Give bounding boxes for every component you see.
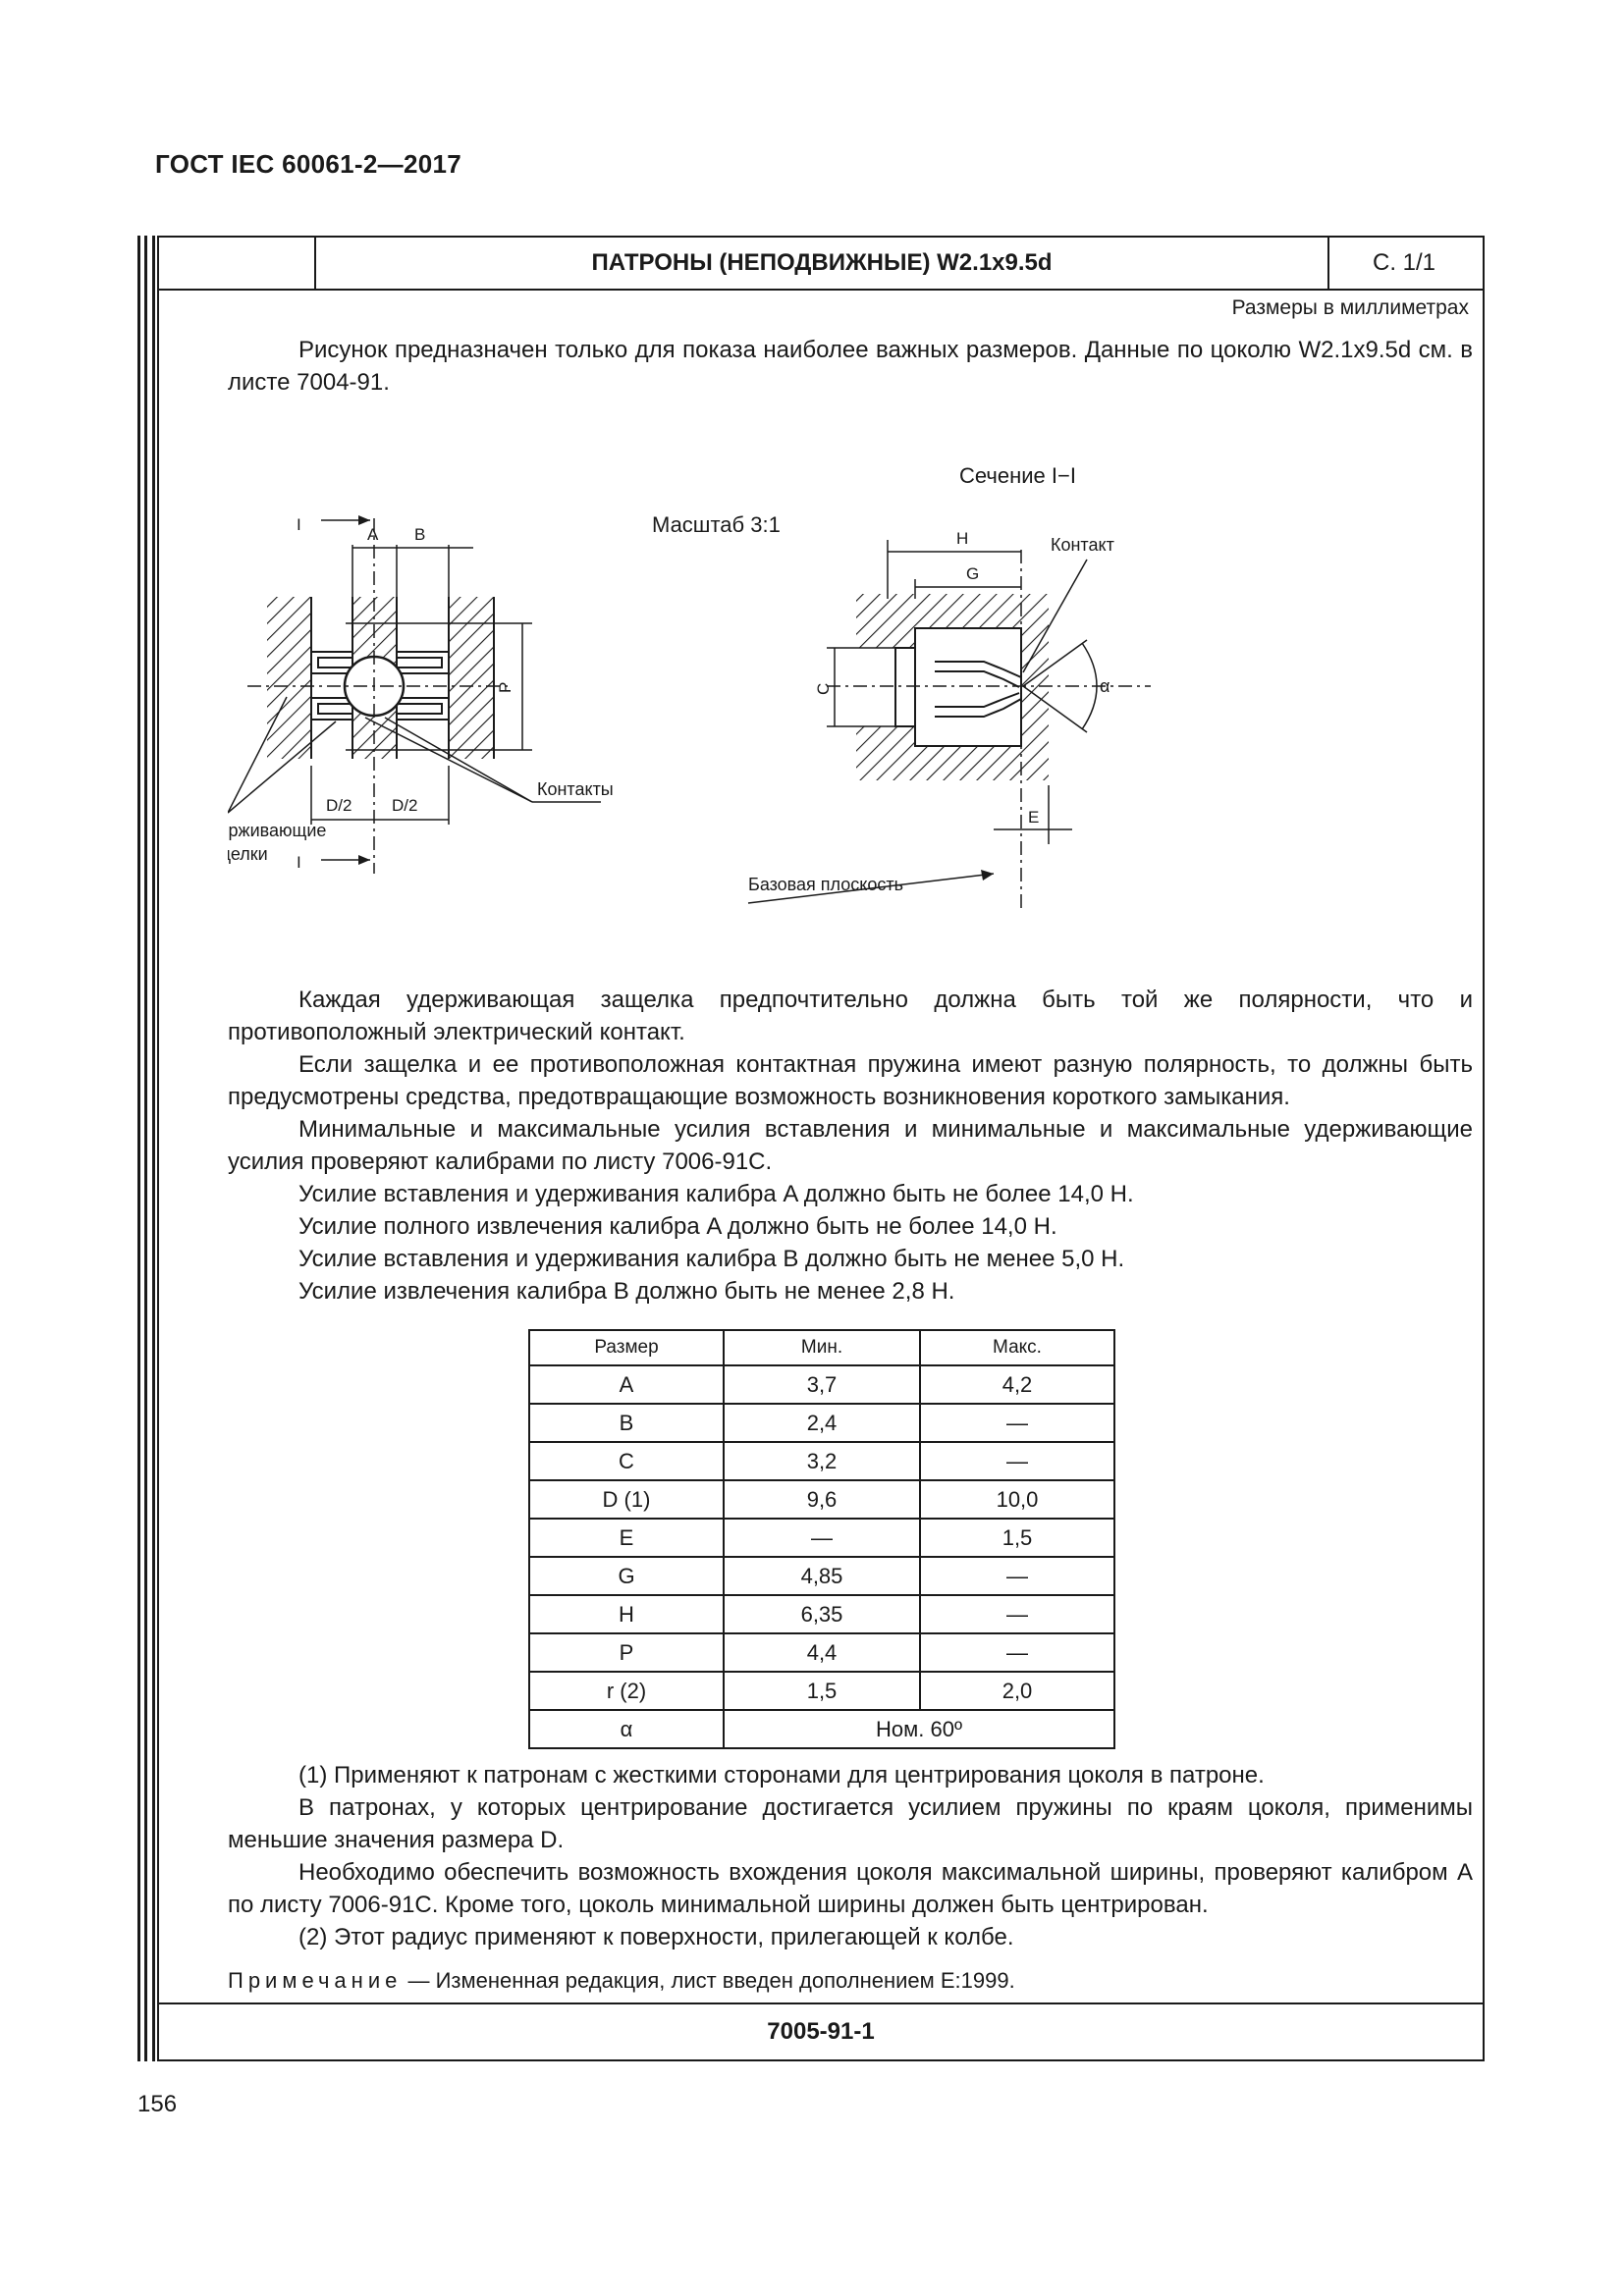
table-cell: C bbox=[528, 1441, 725, 1481]
table-cell: 9,6 bbox=[723, 1479, 921, 1520]
sheet-title: ПАТРОНЫ (НЕПОДВИЖНЫЕ) W2.1x9.5d bbox=[316, 238, 1329, 289]
section-title: Сечение I−I bbox=[959, 463, 1076, 488]
table-cell: 6,35 bbox=[723, 1594, 921, 1634]
body-paragraph-5: Усилие полного извлечения калибра A долж… bbox=[298, 1213, 1057, 1240]
dim-a-label: A bbox=[367, 525, 379, 544]
section-view-drawing: H G C α E Контакт Базовая плоскость bbox=[747, 529, 1151, 913]
scale-label: Масштаб 3:1 bbox=[652, 512, 781, 537]
table-cell: — bbox=[919, 1594, 1115, 1634]
table-cell: — bbox=[723, 1518, 921, 1558]
table-cell-merged: Ном. 60º bbox=[723, 1709, 1115, 1749]
footnote-4: (2) Этот радиус применяют к поверхности,… bbox=[298, 1924, 1014, 1950]
intro-line-2: W2.1x9.5d см. в листе 7004-91. bbox=[228, 337, 1473, 396]
table-header-cell: Размер bbox=[528, 1329, 725, 1366]
table-header-cell: Макс. bbox=[919, 1329, 1115, 1366]
intro-line-1: Рисунок предназначен только для показа н… bbox=[298, 337, 1292, 363]
sheet-header-row: ПАТРОНЫ (НЕПОДВИЖНЫЕ) W2.1x9.5d С. 1/1 bbox=[159, 238, 1483, 291]
footnotes: (1) Применяют к патронам с жесткими стор… bbox=[228, 1759, 1473, 1953]
standard-sheet: ПАТРОНЫ (НЕПОДВИЖНЫЕ) W2.1x9.5d С. 1/1 Р… bbox=[157, 236, 1485, 2061]
table-cell: A bbox=[528, 1364, 725, 1405]
table-row: E—1,5 bbox=[528, 1518, 1115, 1558]
body-text: Каждая удерживающая защелка предпочтител… bbox=[228, 984, 1473, 1308]
technical-drawing: A B P D/2 D/2 I I Удерживающие защелки bbox=[228, 463, 1151, 913]
table-cell: G bbox=[528, 1556, 725, 1596]
intro-paragraph: Рисунок предназначен только для показа н… bbox=[228, 334, 1473, 399]
remark-label: Примечание bbox=[228, 1968, 403, 1993]
sheet-id-footer: 7005-91-1 bbox=[159, 2002, 1483, 2059]
body-paragraph-1: Каждая удерживающая защелка предпочтител… bbox=[228, 987, 1473, 1045]
table-cell: D (1) bbox=[528, 1479, 725, 1520]
dim-d2-right-label: D/2 bbox=[392, 796, 417, 815]
table-cell: 4,85 bbox=[723, 1556, 921, 1596]
base-plane-label: Базовая плоскость bbox=[748, 875, 903, 894]
table-cell: α bbox=[528, 1709, 725, 1749]
body-paragraph-7: Усилие извлечения калибра B должно быть … bbox=[298, 1278, 955, 1305]
table-cell: 3,2 bbox=[723, 1441, 921, 1481]
table-cell: 1,5 bbox=[723, 1671, 921, 1711]
page-number: 156 bbox=[137, 2091, 178, 2117]
table-header-cell: Мин. bbox=[723, 1329, 921, 1366]
contacts-label: Контакты bbox=[537, 779, 614, 799]
footnote-1: (1) Применяют к патронам с жесткими стор… bbox=[298, 1762, 1265, 1789]
footnote-3: Необходимо обеспечить возможность вхожде… bbox=[228, 1859, 1473, 1918]
table-cell: B bbox=[528, 1403, 725, 1443]
remark: Примечание — Измененная редакция, лист в… bbox=[228, 1968, 1015, 1994]
table-cell: H bbox=[528, 1594, 725, 1634]
dim-e-label: E bbox=[1028, 808, 1039, 827]
sheet-header-blank-cell bbox=[159, 238, 316, 289]
table-cell: — bbox=[919, 1632, 1115, 1673]
sheet-page-indicator: С. 1/1 bbox=[1372, 249, 1436, 276]
body-paragraph-6: Усилие вставления и удерживания калибра … bbox=[298, 1246, 1125, 1272]
table-header-row: Размер Мин. Макс. bbox=[528, 1329, 1115, 1366]
document-header: ГОСТ IEC 60061-2—2017 bbox=[155, 149, 461, 179]
latches-label-line-2: защелки bbox=[228, 844, 268, 864]
body-paragraph-4: Усилие вставления и удерживания калибра … bbox=[298, 1181, 1134, 1207]
table-cell: — bbox=[919, 1403, 1115, 1443]
section-mark-bottom: I bbox=[297, 853, 301, 872]
body-paragraph-3: Минимальные и максимальные усилия вставл… bbox=[228, 1116, 1473, 1175]
units-note: Размеры в миллиметрах bbox=[1231, 296, 1469, 319]
table-cell: P bbox=[528, 1632, 725, 1673]
dim-b-label: B bbox=[414, 525, 425, 544]
table-cell: E bbox=[528, 1518, 725, 1558]
table-cell: 2,0 bbox=[919, 1671, 1115, 1711]
latches-label-line-1: Удерживающие bbox=[228, 821, 326, 840]
dim-c-label: C bbox=[814, 683, 833, 695]
front-view-drawing: A B P D/2 D/2 I I Удерживающие защелки bbox=[228, 515, 614, 874]
angle-alpha-label: α bbox=[1100, 676, 1110, 696]
table-cell: r (2) bbox=[528, 1671, 725, 1711]
table-cell: — bbox=[919, 1441, 1115, 1481]
body-paragraph-2: Если защелка и ее противоположная контак… bbox=[228, 1051, 1473, 1110]
dim-h-label: H bbox=[956, 529, 968, 548]
table-cell: — bbox=[919, 1556, 1115, 1596]
table-cell: 10,0 bbox=[919, 1479, 1115, 1520]
table-cell: 2,4 bbox=[723, 1403, 921, 1443]
table-cell: 1,5 bbox=[919, 1518, 1115, 1558]
remark-text: — Измененная редакция, лист введен допол… bbox=[402, 1968, 1015, 1993]
section-mark-top: I bbox=[297, 515, 301, 534]
footnote-2: В патронах, у которых центрирование дост… bbox=[228, 1794, 1473, 1853]
table-cell: 4,4 bbox=[723, 1632, 921, 1673]
binding-margin-lines bbox=[137, 236, 155, 2061]
dim-g-label: G bbox=[966, 564, 979, 583]
table-cell: 4,2 bbox=[919, 1364, 1115, 1405]
dim-d2-left-label: D/2 bbox=[326, 796, 352, 815]
dim-p-label: P bbox=[496, 682, 514, 693]
table-cell: 3,7 bbox=[723, 1364, 921, 1405]
contact-label: Контакт bbox=[1051, 535, 1114, 555]
